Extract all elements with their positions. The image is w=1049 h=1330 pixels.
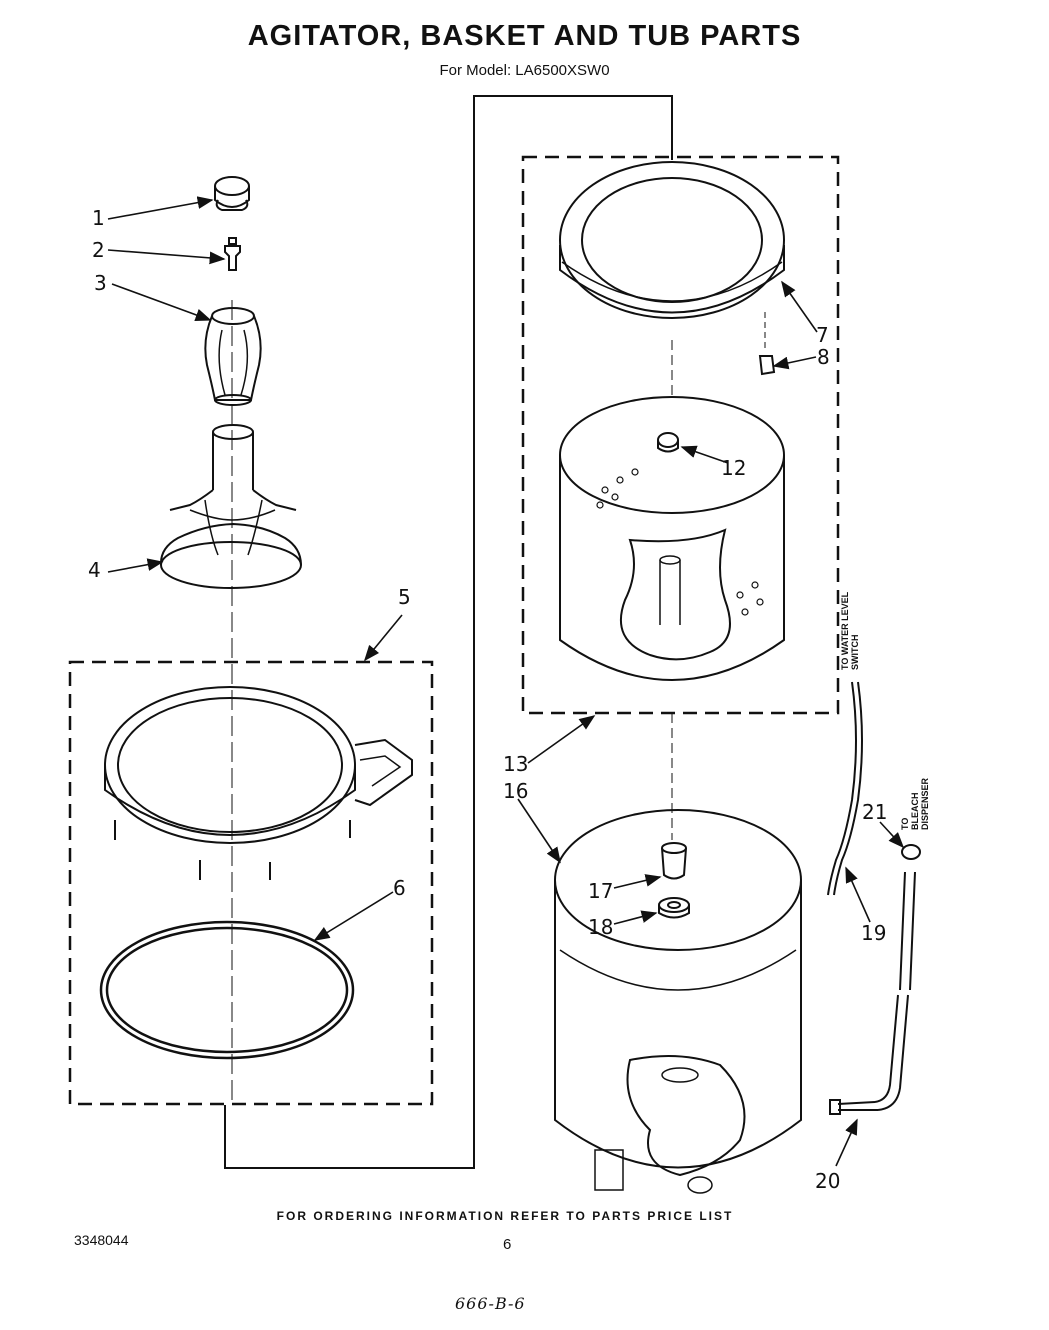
group-box-13 xyxy=(521,155,840,715)
callout-3: 3 xyxy=(94,271,107,295)
handwritten-note: 666-B-6 xyxy=(455,1294,526,1313)
basket-ring-part xyxy=(559,161,785,319)
group-box-5 xyxy=(68,660,434,1106)
page-number: 6 xyxy=(503,1236,512,1253)
agitator-cap-part xyxy=(214,176,250,211)
callout-6: 6 xyxy=(393,876,406,900)
bleach-hose-part xyxy=(829,844,921,1115)
connector-line xyxy=(224,95,673,1169)
callout-1: 1 xyxy=(92,206,105,230)
outer-tub-part xyxy=(554,809,802,1194)
tub-hub-part xyxy=(661,842,687,880)
model-subtitle: For Model: LA6500XSW0 xyxy=(439,62,610,79)
water-level-hose-part xyxy=(827,681,863,896)
page-title: AGITATOR, BASKET AND TUB PARTS xyxy=(247,20,802,52)
agitator-base-part xyxy=(159,424,302,589)
ordering-info-note: FOR ORDERING INFORMATION REFER TO PARTS … xyxy=(276,1209,734,1223)
callout-17: 17 xyxy=(588,879,614,903)
callout-16: 16 xyxy=(503,779,529,803)
callout-20: 20 xyxy=(815,1169,841,1193)
basket-part xyxy=(559,396,785,681)
tub-seal-part xyxy=(99,920,355,1060)
callout-4: 4 xyxy=(88,558,101,582)
tub-bearing-part xyxy=(658,897,690,919)
basket-nut-part xyxy=(657,432,679,453)
tub-ring-part xyxy=(104,686,413,880)
agitator-screw-part xyxy=(224,237,241,271)
agitator-barrel-part xyxy=(204,307,262,406)
callout-18: 18 xyxy=(588,915,614,939)
callout-7: 7 xyxy=(816,323,829,347)
label-to-water-level: TO WATER LEVEL SWITCH xyxy=(840,591,860,670)
callout-19: 19 xyxy=(861,921,887,945)
callout-8: 8 xyxy=(817,345,830,369)
callout-21: 21 xyxy=(862,800,888,824)
callout-5: 5 xyxy=(398,585,411,609)
label-to-bleach-dispenser: TO BLEACH DISPENSER xyxy=(900,777,930,830)
ring-clip-part xyxy=(758,355,776,376)
document-number: 3348044 xyxy=(74,1232,129,1248)
callout-12: 12 xyxy=(721,456,747,480)
callout-2: 2 xyxy=(92,238,105,262)
callout-13: 13 xyxy=(503,752,529,776)
